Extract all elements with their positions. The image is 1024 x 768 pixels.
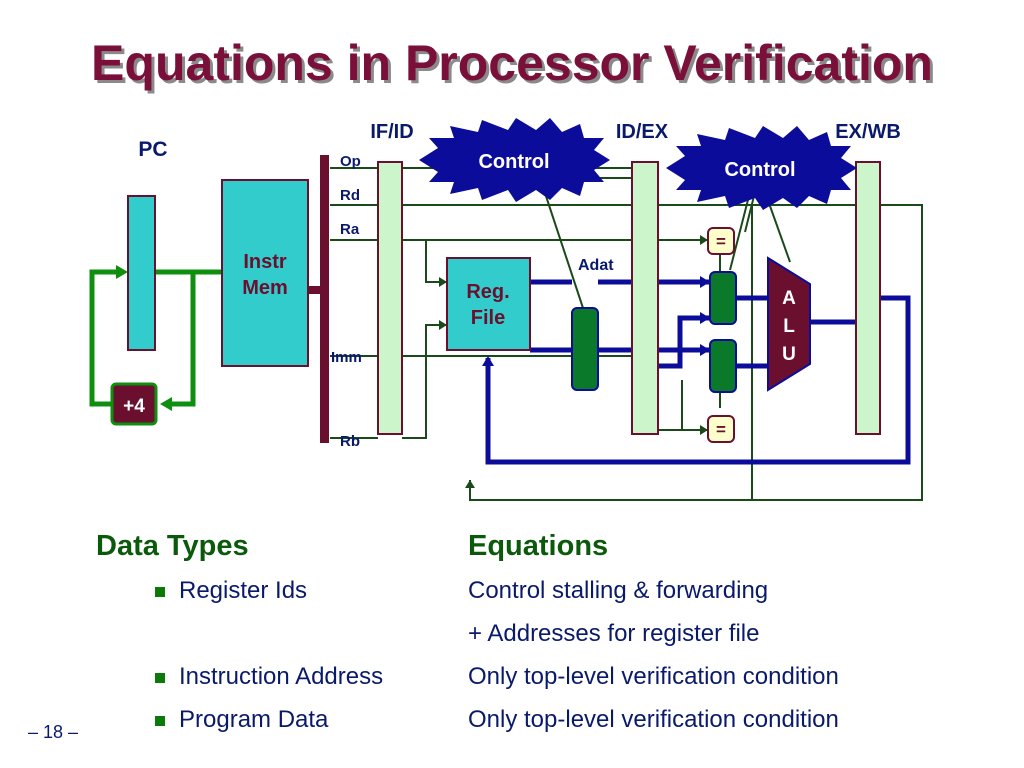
plus4-adder [110,382,158,426]
field-ra: Ra [340,221,360,238]
if-id-register [377,161,403,435]
adat-label: Adat [578,257,614,274]
bus-arrowheads [482,276,710,366]
arrow-into-pc [116,265,128,279]
arrow-into-plus4 [160,397,172,411]
page-number: – 18 – [28,722,79,742]
field-rb: Rb [340,433,360,450]
data-bus [485,279,911,465]
instr-mem-label-line2: Mem [242,277,288,299]
ex-wb-register [855,161,881,435]
reg-file-label-line2: File [471,307,505,329]
field-imm: Imm [331,349,362,366]
arrowheads [439,235,708,488]
alu-label-l: L [783,316,795,337]
control-lines [330,167,923,501]
alu-block [767,256,811,392]
pc-label: PC [138,138,167,161]
instruction-bus-stub [308,286,322,294]
field-rd: Rd [340,187,360,204]
alu-label-a: A [782,288,796,309]
compare-bottom [707,415,735,443]
instr-mem-block [221,179,309,367]
control-starburst-1 [419,118,610,202]
control-label-2: Control [724,159,795,181]
compare-bottom-label: = [716,420,726,439]
compare-top [707,227,735,255]
instruction-bus-bar [320,155,329,443]
stage-label-id-ex: ID/EX [616,121,669,143]
alu-label-u: U [782,344,796,365]
field-op: Op [340,153,361,170]
control-label-1: Control [478,151,549,173]
pc-register [127,195,156,351]
stage-label-if-id: IF/ID [370,121,413,143]
slide-title: Equations in Processor Verification [91,35,933,91]
compare-top-label: = [716,232,726,251]
reg-file-label-line1: Reg. [466,281,509,303]
id-ex-register [631,161,659,435]
stage-label-ex-wb: EX/WB [835,121,901,143]
mux-alu-a [709,271,737,325]
instr-mem-label-line1: Instr [243,251,287,273]
plus4-label: +4 [123,396,145,417]
control-starburst-2 [666,126,857,210]
pc-loop [89,269,222,407]
mux-reg-output [571,307,599,391]
mux-alu-b [709,339,737,393]
reg-file-block [446,257,531,351]
